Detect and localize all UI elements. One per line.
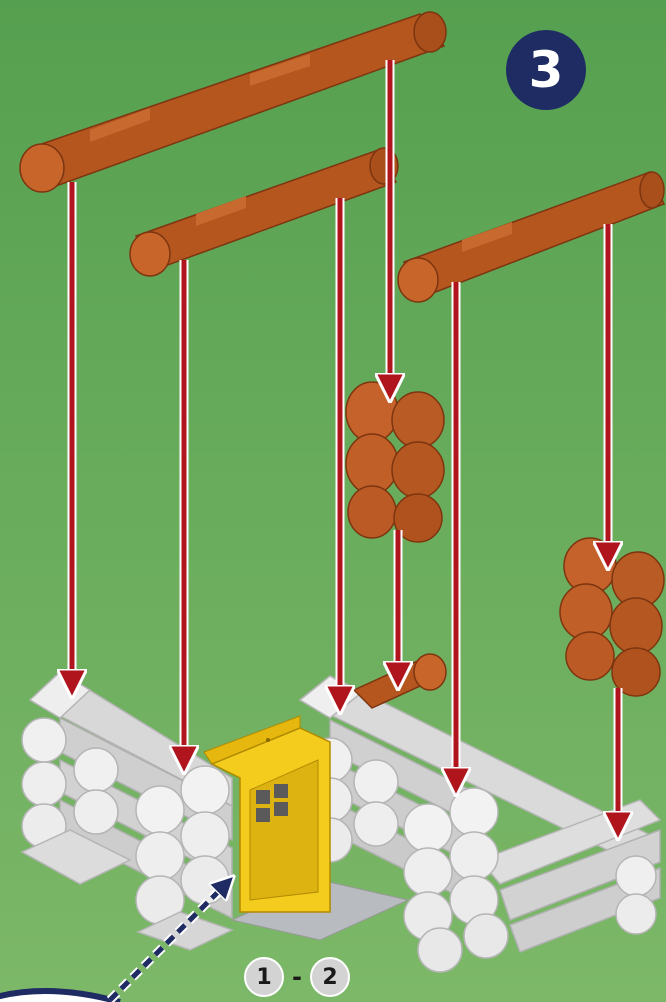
sub-step-end-label: 2 <box>322 965 337 990</box>
sub-step-start: 1 <box>244 957 284 997</box>
sub-step-range: 1 - 2 <box>244 954 350 1000</box>
sub-step-end: 2 <box>310 957 350 997</box>
sub-step-start-label: 1 <box>256 965 271 990</box>
brown-corner-block-right <box>560 538 664 696</box>
step-number: 3 <box>529 41 564 99</box>
step-number-badge: 3 <box>506 30 586 110</box>
sub-step-separator: - <box>292 963 302 991</box>
brown-corner-block-left <box>346 382 444 542</box>
